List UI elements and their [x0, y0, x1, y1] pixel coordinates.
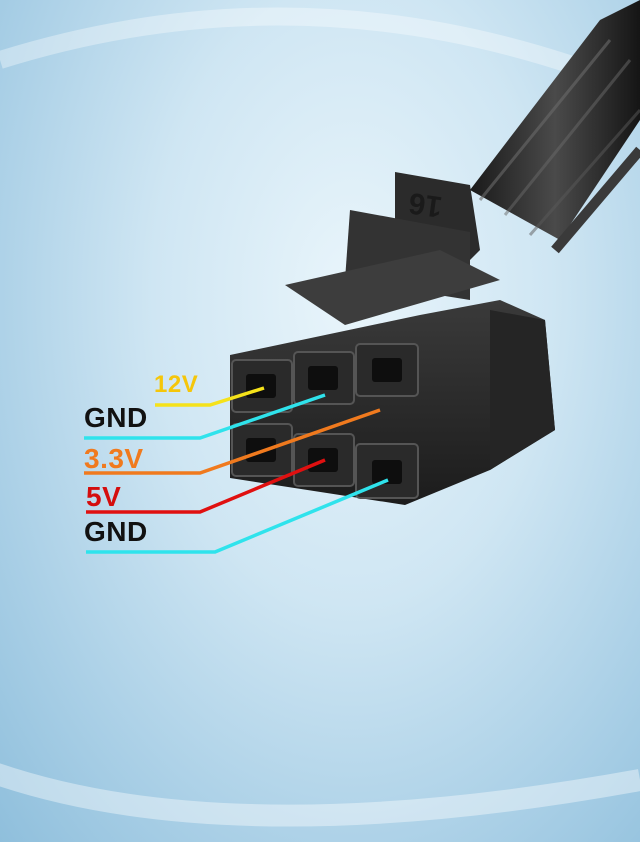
leader-line-12v	[155, 386, 265, 407]
cable-bundle	[470, 0, 640, 254]
pin-label-gnd-1: GND	[84, 402, 148, 433]
pin-label-5v: 5V	[86, 481, 122, 512]
connector-latch	[285, 172, 500, 325]
connector-marking: 16	[407, 186, 445, 223]
background-arc	[0, 7, 640, 99]
leader-line-5v	[86, 458, 326, 514]
leader-lines	[84, 386, 389, 554]
leader-line-gnd-2	[86, 478, 389, 554]
pin-label-3.3v: 3.3V	[84, 443, 144, 474]
pin-cavities	[231, 343, 419, 499]
leader-line-gnd-1	[84, 393, 326, 440]
pin-label-gnd-2: GND	[84, 516, 148, 547]
background-arc	[0, 763, 640, 827]
pin-label-12v: 12V	[154, 371, 199, 398]
leader-line-3.3v	[84, 408, 381, 475]
